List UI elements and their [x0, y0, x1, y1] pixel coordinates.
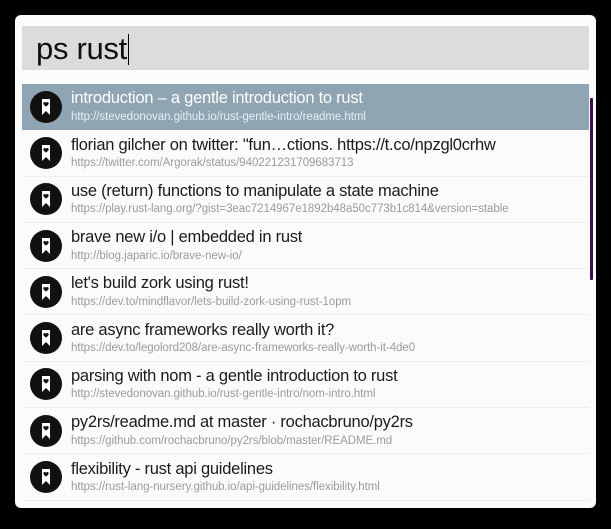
result-row-1[interactable]: florian gilcher on twitter: "fun…ctions.… [22, 130, 589, 177]
result-row-0[interactable]: introduction – a gentle introduction to … [22, 84, 589, 131]
bookmark-heart-icon [30, 322, 62, 355]
result-row-8[interactable]: flexibility - rust api guidelines https:… [22, 454, 589, 501]
result-url: https://github.com/rochacbruno/py2rs/blo… [71, 434, 393, 447]
result-text: florian gilcher on twitter: "fun…ctions.… [71, 136, 589, 171]
result-row-3[interactable]: brave new i/o | embedded in rust http://… [22, 222, 589, 270]
result-title: are async frameworks really worth it? [71, 320, 335, 339]
result-text: py2rs/readme.md at master · rochacbruno/… [71, 413, 589, 448]
bookmark-heart-icon [30, 414, 62, 447]
launcher-window: ps rust introduction – a gentle introduc… [15, 15, 596, 508]
result-text: parsing with nom - a gentle introduction… [71, 367, 589, 402]
result-title: parsing with nom - a gentle introduction… [71, 367, 398, 385]
bookmark-heart-icon [30, 183, 62, 216]
result-title: brave new i/o | embedded in rust [71, 228, 303, 247]
bookmark-heart-icon [30, 275, 62, 308]
result-text: let's build zork using rust! https://dev… [71, 274, 589, 309]
search-input-value: ps rust [36, 30, 127, 66]
result-title: let's build zork using rust! [71, 274, 249, 293]
result-text: brave new i/o | embedded in rust http://… [71, 228, 589, 263]
result-title: py2rs/readme.md at master · rochacbruno/… [71, 413, 413, 432]
result-text: use (return) functions to manipulate a s… [71, 182, 589, 217]
bookmark-heart-icon [30, 229, 62, 262]
result-row-7[interactable]: py2rs/readme.md at master · rochacbruno/… [22, 408, 589, 455]
result-title: florian gilcher on twitter: "fun…ctions.… [71, 135, 496, 154]
text-caret [127, 33, 130, 65]
result-title: use (return) functions to manipulate a s… [71, 181, 439, 200]
result-url: https://play.rust-lang.org/?gist=3eac721… [71, 203, 509, 216]
results-list[interactable]: introduction – a gentle introduction to … [22, 84, 589, 501]
result-text: are async frameworks really worth it? ht… [71, 321, 589, 356]
result-url: https://twitter.com/Argorak/status/94022… [71, 156, 354, 169]
bookmark-heart-icon [30, 368, 62, 401]
result-title: introduction – a gentle introduction to … [71, 89, 363, 108]
result-text: flexibility - rust api guidelines https:… [71, 460, 589, 495]
result-title: flexibility - rust api guidelines [71, 459, 273, 478]
bookmark-heart-icon [30, 90, 62, 123]
search-input[interactable]: ps rust [22, 26, 589, 70]
bookmark-heart-icon [30, 461, 62, 494]
result-url: http://stevedonovan.github.io/rust-gentl… [71, 388, 376, 401]
result-row-2[interactable]: use (return) functions to manipulate a s… [22, 176, 589, 223]
result-url: http://stevedonovan.github.io/rust-gentl… [71, 110, 366, 123]
result-row-5[interactable]: are async frameworks really worth it? ht… [22, 315, 589, 362]
result-url: https://dev.to/mindflavor/lets-build-zor… [71, 295, 352, 308]
result-url: https://rust-lang-nursery.github.io/api-… [71, 481, 380, 494]
result-row-4[interactable]: let's build zork using rust! https://dev… [22, 269, 589, 316]
results-scrollbar[interactable] [589, 84, 595, 501]
result-url: http://blog.japaric.io/brave-new-io/ [71, 249, 242, 262]
result-text: introduction – a gentle introduction to … [71, 89, 589, 124]
result-url: https://dev.to/legolord208/are-async-fra… [71, 342, 416, 355]
result-row-6[interactable]: parsing with nom - a gentle introduction… [22, 361, 589, 409]
scrollbar-thumb[interactable] [590, 98, 593, 280]
bookmark-heart-icon [30, 136, 62, 169]
